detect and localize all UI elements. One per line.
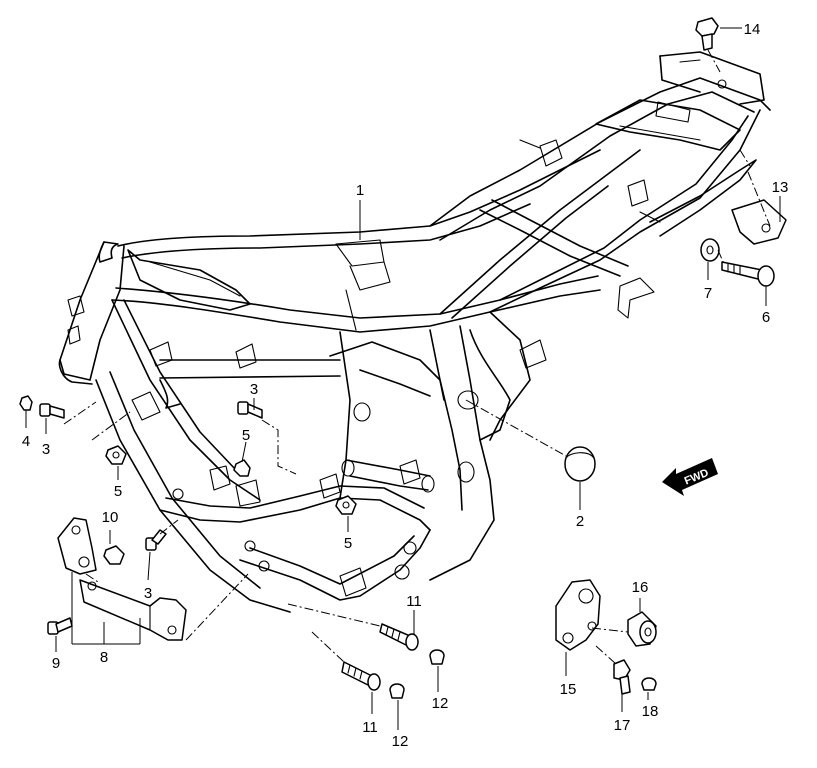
callout-16: 16 [632,579,649,596]
bolt-part-6 [721,261,775,287]
callout-3-center: 3 [250,381,258,398]
bolt-part-11-upper [379,623,419,651]
cap-part-12-right [429,649,445,665]
cap-part-12-lower [389,683,405,699]
callout-4: 4 [22,433,30,450]
nut-part-4 [19,395,33,411]
nut-part-5-left [105,445,127,465]
bolt-part-11-lower [341,661,381,691]
callout-5-lower: 5 [344,535,352,552]
callout-11-lower: 11 [362,719,378,736]
plate-part-8 [79,579,187,641]
bolt-part-14 [695,17,719,51]
callout-12-lower: 12 [392,733,409,750]
callout-2: 2 [576,513,584,530]
bracket-part-15 [555,579,601,651]
cap-part-18 [641,677,657,691]
nut-part-10 [103,545,125,565]
fwd-arrow-icon: FWD [662,458,718,496]
callout-1: 1 [356,182,364,199]
nut-part-5-center [233,459,251,477]
callout-15: 15 [560,681,577,698]
callout-3-left: 3 [42,441,50,458]
bracket-part-13 [731,199,787,245]
callout-17: 17 [614,717,631,734]
callout-13: 13 [772,179,789,196]
main-frame [58,51,771,613]
leader-lines [25,27,781,730]
callout-7: 7 [704,285,712,302]
callout-6: 6 [762,309,770,326]
callout-10: 10 [102,509,119,526]
callout-5-left: 5 [114,483,122,500]
callout-12-right: 12 [432,695,449,712]
washer-part-7 [700,238,720,262]
bushing-part-16 [627,611,657,647]
callout-11-upper: 11 [406,593,422,610]
bolt-part-17 [613,659,631,695]
callout-9: 9 [52,655,60,672]
callout-18: 18 [642,703,659,720]
engine-mount-bracket [57,517,97,575]
bolt-part-9 [47,617,73,635]
frame-cap-part-2 [564,446,596,482]
callout-8: 8 [100,649,108,666]
bolt-part-3-left [39,403,65,419]
nut-part-5-lower [335,495,357,515]
bolt-part-3-center [237,401,263,419]
callouts: 1 2 3 3 3 4 5 5 5 6 7 8 9 10 11 11 12 12… [22,21,789,750]
callout-3-lower: 3 [144,585,152,602]
callout-14: 14 [744,21,761,38]
bolt-part-3-lower [145,529,167,551]
callout-5-center: 5 [242,427,250,444]
